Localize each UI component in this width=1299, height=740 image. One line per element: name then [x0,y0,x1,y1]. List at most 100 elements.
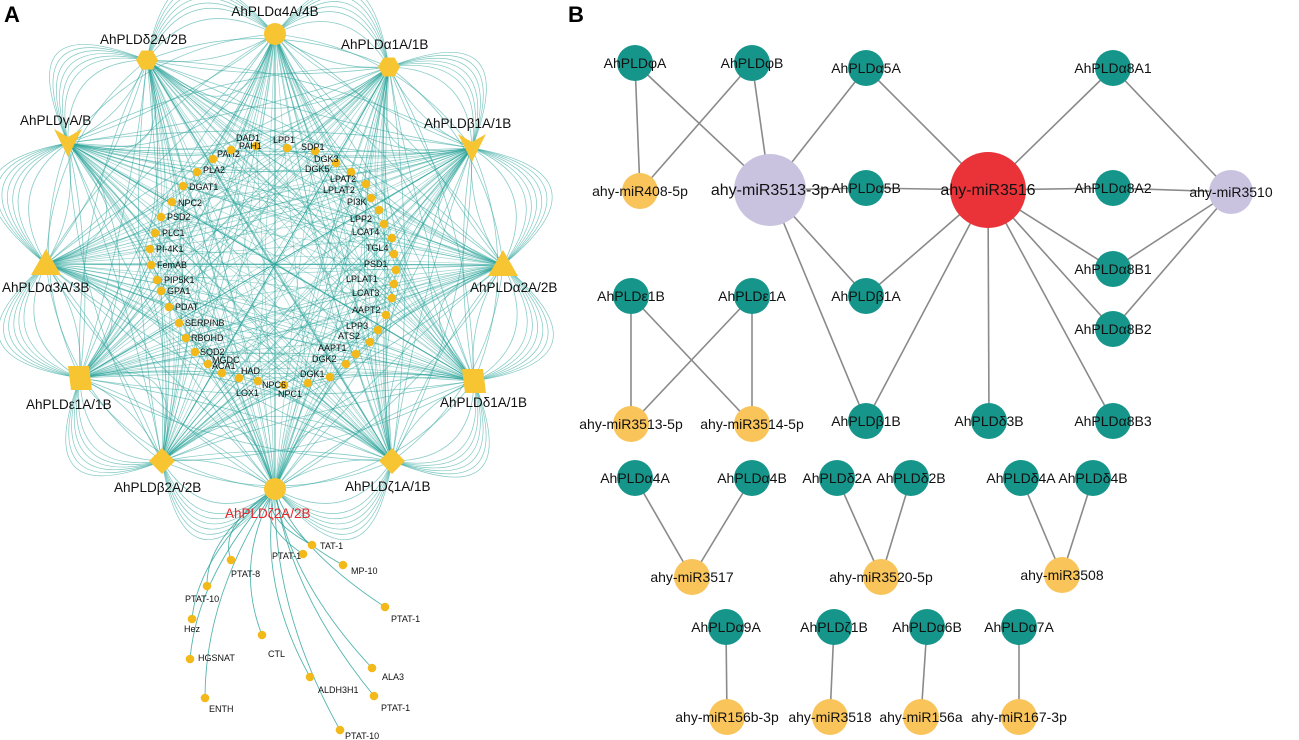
network-edge [79,197,372,379]
pld-node [734,45,770,81]
network-edge [471,147,548,266]
pld-node [848,403,884,439]
network-edge [79,264,152,379]
hub-node [149,448,175,474]
gene-node [156,212,166,222]
network-edge [59,53,148,144]
network-edge [161,183,367,462]
network-edge [161,425,276,490]
network-edge [196,171,276,490]
hub-label: AhPLDα3A/3B [2,280,89,295]
network-edge [384,147,473,462]
network-edge [161,147,288,462]
network-edge [67,142,387,316]
network-edge [370,197,475,382]
network-edge [79,314,387,379]
network-edge [146,18,276,61]
network-edge [161,337,187,462]
network-edge [79,290,162,379]
network-edge [12,142,69,265]
pld-node-label: AhPLDα5B [831,180,901,196]
network-edge [67,142,232,156]
network-edge [45,263,393,462]
network-edge [335,162,504,266]
hub-label: AhPLDγA/B [20,113,91,128]
network-edge [45,263,113,379]
network-edge [67,33,276,144]
network-edge [161,33,276,462]
network-edge [79,352,475,382]
gene-label: PSD1 [364,259,388,269]
network-edge [274,147,473,490]
network-edge [182,185,504,266]
network-edge [67,142,180,324]
pld-node-label: AhPLDε1B [597,288,665,304]
network-edge [67,142,276,490]
pld-node [613,278,649,314]
network-edge [45,263,187,339]
network-edge [384,269,397,462]
network-edge [146,59,367,185]
network-edge [350,171,475,382]
mirna-node [674,559,710,595]
hub-node [54,129,82,157]
network-edge [274,171,352,490]
network-edge [146,59,331,378]
network-edge [161,237,393,462]
network-edge [639,62,753,192]
network-edge [79,264,504,379]
network-edge [146,59,475,382]
network-edge [274,0,390,68]
network-edge [45,263,475,382]
network-edge [146,59,397,271]
network-edge [274,0,390,68]
pld-node [848,50,884,86]
network-edge [149,248,393,462]
network-edge [67,142,173,203]
network-edge [146,59,163,281]
network-edge [79,371,169,462]
network-edge [79,283,395,379]
network-edge [769,189,867,422]
gene-node [164,302,174,312]
network-edge [45,147,288,265]
network-edge [274,33,395,255]
network-edge [160,216,171,462]
pld-node [1095,311,1131,347]
pld-node-label: AhPLDα8A1 [1074,60,1152,76]
network-edge [388,52,487,149]
network-edge [146,59,473,149]
network-edge [160,290,475,382]
network-edge [274,460,393,525]
network-edge [238,66,390,379]
network-edge [230,33,276,151]
pld-node [848,278,884,314]
tail-gene-node [369,691,379,701]
mirna-node [622,173,658,209]
network-edge [160,290,276,490]
network-edge [67,142,163,462]
mirna-node-label: ahy-miR3520-5p [829,569,933,585]
network-edge [377,264,504,331]
network-edge [160,33,276,292]
network-edge [146,59,473,149]
network-edge [388,66,473,149]
gene-node [192,167,202,177]
gene-label: PI3K [347,197,367,207]
network-edge [67,142,504,266]
network-edge [67,142,167,462]
network-edge [283,384,393,462]
network-edge [364,66,393,462]
tail-gene-node [307,540,317,550]
network-edge [161,460,276,540]
tail-gene-node [367,663,377,673]
network-edge [335,162,393,462]
network-edge [79,341,371,379]
network-edge [146,59,240,379]
pld-node [1003,460,1039,496]
network-edge [274,33,395,285]
gene-node [387,293,397,303]
pld-node-label: AhPLDα9A [691,619,761,635]
network-edge [391,380,490,478]
network-edge [161,415,393,462]
